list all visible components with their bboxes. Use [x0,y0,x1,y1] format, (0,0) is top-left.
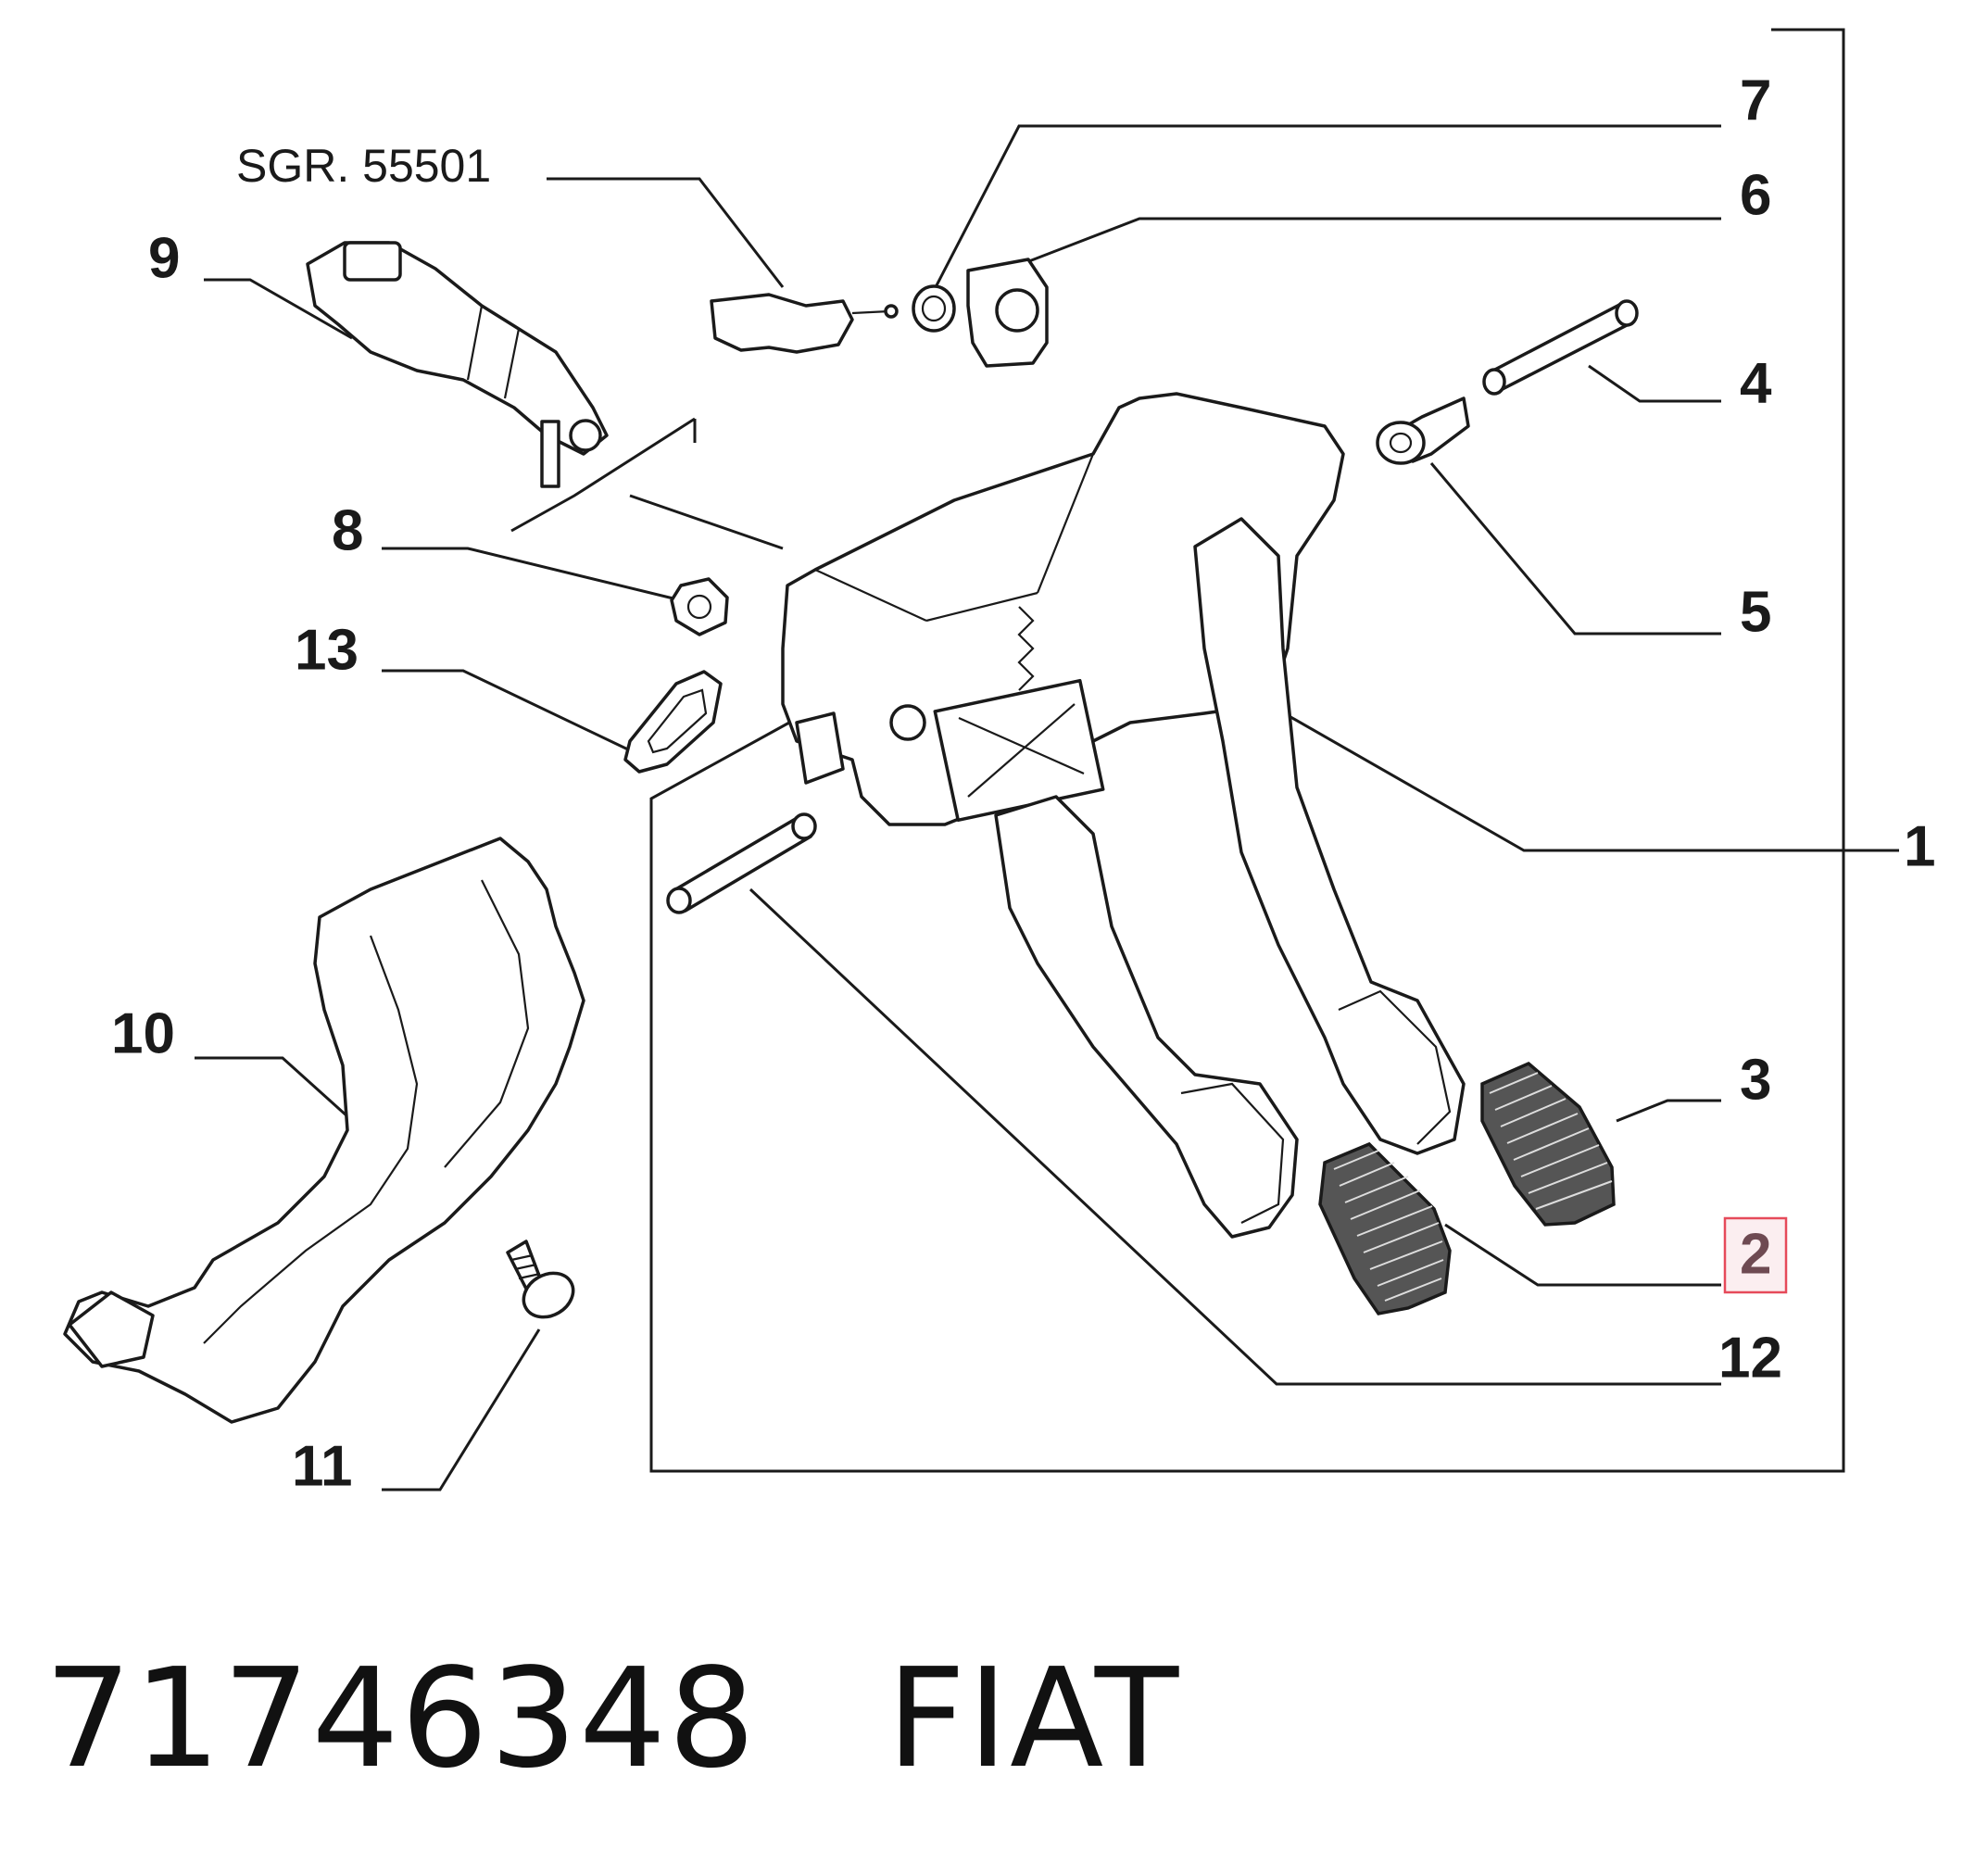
leader-1 [1259,698,1899,852]
part-10-cover [63,837,585,1424]
leader-13 [382,669,631,752]
pedal-arm-right [1193,517,1466,1155]
callout-1: 1 [1904,814,1935,878]
part-number: 71746348 [44,1639,758,1798]
callout-9: 9 [148,226,180,290]
part-12-pin [666,812,817,914]
callout-5: 5 [1740,580,1771,644]
leader-9 [204,278,353,340]
leader-4 [1588,364,1721,403]
leader-6 [1009,217,1721,271]
callout-10: 10 [111,1001,175,1065]
part-6-clip [966,258,1049,368]
leader-8 [382,547,682,602]
part-13-grommet [623,670,723,774]
callout-2: 2 [1740,1222,1771,1286]
callout-7: 7 [1740,69,1771,132]
leader-10 [195,1056,349,1118]
leader-9-branch-b [629,494,784,550]
callout-11: 11 [292,1434,353,1498]
highlight-box [1723,1216,1788,1294]
leader-3 [1616,1099,1721,1123]
assembly-frame [649,28,1845,1473]
leader-lines [195,124,1899,1492]
callout-12: 12 [1718,1326,1782,1390]
leader-12 [749,887,1721,1386]
part-2-pedal-pad [1318,1141,1452,1315]
callout-labels: SGR. 55501 1 2 3 4 5 6 7 8 9 10 11 12 13 [111,69,1935,1498]
leader-9-branch [510,417,696,533]
part-3-pedal-pad [1480,1061,1616,1227]
pedal-arm-left [994,795,1299,1239]
part-9-switch [306,241,609,488]
callout-13: 13 [295,618,359,682]
leader-7 [934,124,1721,288]
leader-11 [382,1328,541,1492]
part-sgr-switch [710,293,899,354]
brand-name: FIAT [887,1639,1181,1798]
callout-6: 6 [1740,163,1771,227]
reference-label: SGR. 55501 [236,140,491,192]
part-7-oring [912,284,956,333]
footer: 71746348 FIAT [44,1640,1180,1797]
leader-sgr [547,177,785,288]
callout-4: 4 [1740,351,1772,415]
leader-2 [1444,1223,1721,1287]
leader-5 [1429,462,1721,636]
parts-diagram: SGR. 55501 1 2 3 4 5 6 7 8 9 10 11 12 13 [63,28,1935,1498]
part-11-clip [506,1240,575,1319]
part-8-nut [670,577,729,636]
part-5-bushing [1376,397,1470,465]
part-4-pin [1482,299,1639,396]
callout-3: 3 [1740,1048,1771,1112]
part-1-pedal-box [781,392,1345,826]
callout-8: 8 [332,498,363,562]
